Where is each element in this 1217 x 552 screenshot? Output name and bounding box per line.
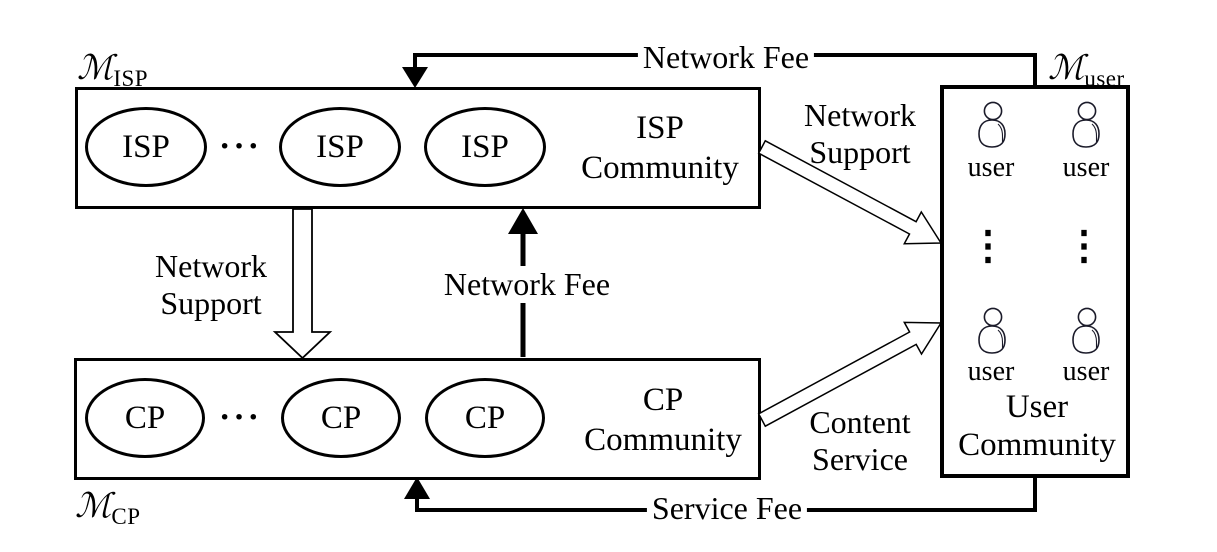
- cp-node-label: CP: [320, 399, 362, 436]
- user-label: user: [967, 356, 1015, 387]
- isp-ellipsis: ···: [218, 128, 263, 165]
- user-icon: [1072, 307, 1100, 354]
- network-support-mid-arrow: [272, 208, 333, 360]
- market-label-cp: ℳCP: [75, 488, 141, 529]
- network-fee-mid-label: Network Fee: [438, 266, 616, 303]
- user-icon: [978, 101, 1006, 148]
- cp-node-ellipse: CP: [425, 378, 545, 458]
- user-community-box: user user ⋮ ⋮ user user User Community: [940, 85, 1130, 478]
- cp-community-title: CP Community: [584, 382, 742, 458]
- users-vertical-ellipsis: ⋮: [1064, 222, 1104, 268]
- market-label-user: ℳuser: [1048, 50, 1125, 91]
- user-label: user: [967, 152, 1015, 183]
- isp-community-title: ISP Community: [581, 110, 739, 186]
- cp-node-ellipse: CP: [85, 378, 205, 458]
- isp-node-ellipse: ISP: [424, 107, 546, 187]
- market-label-isp: ℳISP: [77, 50, 149, 91]
- isp-node-ellipse: ISP: [279, 107, 401, 187]
- content-service-label: Content Service: [809, 404, 911, 477]
- isp-node-ellipse: ISP: [85, 107, 207, 187]
- isp-node-label: ISP: [461, 128, 509, 165]
- user-community-title: User Community: [958, 389, 1116, 463]
- cp-node-label: CP: [464, 399, 506, 436]
- cp-community-box: CP ··· CP CP CP Community: [74, 358, 761, 480]
- user-label: user: [1062, 152, 1110, 183]
- cp-node-label: CP: [124, 399, 166, 436]
- user-label: user: [1062, 356, 1110, 387]
- cp-ellipsis: ···: [218, 399, 263, 436]
- isp-node-label: ISP: [316, 128, 364, 165]
- network-support-mid-label: Network Support: [155, 248, 267, 321]
- isp-community-box: ISP ··· ISP ISP ISP Community: [75, 87, 761, 209]
- network-support-right-label: Network Support: [804, 97, 916, 170]
- network-fee-top-label: Network Fee: [637, 39, 815, 76]
- service-fee-label: Service Fee: [646, 490, 808, 527]
- user-icon: [978, 307, 1006, 354]
- users-vertical-ellipsis: ⋮: [968, 222, 1008, 268]
- isp-node-label: ISP: [122, 128, 170, 165]
- user-icon: [1072, 101, 1100, 148]
- cp-node-ellipse: CP: [281, 378, 401, 458]
